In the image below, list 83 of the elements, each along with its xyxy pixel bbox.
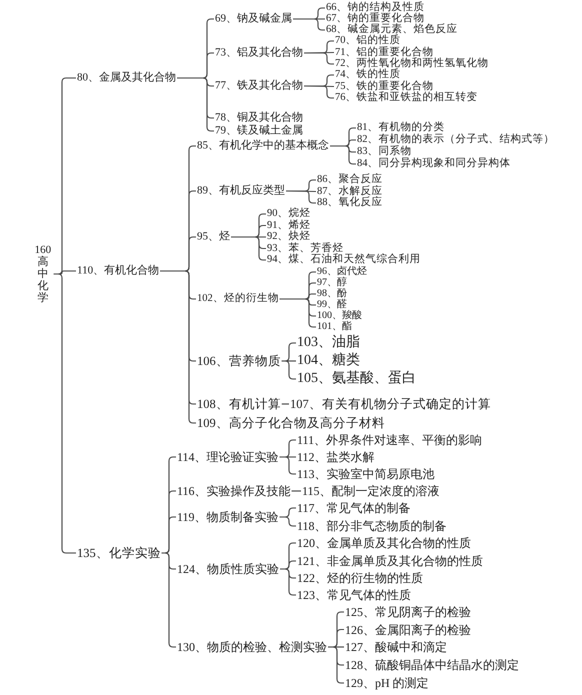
brace-connector [330,145,356,165]
topic-label: 99、醛 [317,300,347,310]
topic-label: 84、同分异构现象和同分异构体 [357,158,510,170]
brace-connector [280,456,296,475]
category-label: 89、有机反应类型 [197,186,285,196]
category-label: 108、有机计算 [197,398,281,410]
topic-label: 98、酚 [317,289,347,299]
topic-label: 100、羧酸 [317,311,362,321]
topic-label: 103、油脂 [297,336,360,350]
topic-label: 126、金属阳离子的检验 [345,624,471,636]
topic-label: 81、有机物的分类 [357,122,444,134]
topic-label: 78、铜及其化合物 [215,112,303,124]
brace-connector [177,77,214,132]
brace-connector [280,516,296,527]
topic-label: 129、pH 的测定 [345,677,429,689]
brace-connector [280,298,316,328]
topic-label: 86、聚合反应 [317,174,382,186]
brace-connector [54,273,76,554]
brace-connector [293,18,325,31]
connector-line [282,403,289,405]
topic-label: 94、煤、石油和天然气综合利用 [267,254,420,266]
topic-label: 68、碱金属元素、焰色反应 [326,24,458,36]
topic-label: 115、配制一定浓度的溶液 [302,485,440,497]
topic-label: 112、盐类水解 [297,451,375,463]
category-label: 130、物质的检验、检测实验 [177,641,327,653]
category-label: 80、金属及其化合物 [77,72,176,84]
topic-label: 87、水解反应 [317,186,382,197]
topic-label: 101、酯 [317,322,352,332]
topic-label: 72、两性氧化物和两性氢氧化物 [335,58,488,70]
topic-label: 107、有关有机物分子式确定的计算 [290,398,491,410]
topic-label: 118、部分非气态物质的制备 [297,520,447,532]
category-label: 73、铝及其化合物 [215,48,303,58]
category-label: 135、化学实验 [77,546,161,560]
topic-label: 79、镁及碱土金属 [215,126,303,136]
category-label: 124、物质性质实验 [177,563,279,575]
brace-connector [304,85,334,99]
topic-label: 96、卤代烃 [317,267,367,277]
topic-label: 76、铁盐和亚铁盐的相互转变 [335,92,478,104]
category-label: 114、理论验证实验 [177,451,279,463]
category-label: 85、有机化学中的基本概念 [197,140,329,152]
root-topic: 160高中化学 [33,244,53,304]
topic-label: 111、外界条件对速率、平衡的影响 [297,434,482,446]
topic-label: 127、酸碱中和滴定 [345,641,447,653]
category-label: 106、营养物质 [197,354,281,368]
brace-connector [282,360,296,380]
category-label: 119、物质制备实验 [177,511,279,523]
topic-label: 120、金属单质及其化合物的性质 [297,537,471,549]
category-label: 95、烃 [197,232,230,242]
topic-label: 74、铁的性质 [335,70,400,80]
topic-label: 83、同系物 [357,146,412,158]
topic-label: 67、钠的重要化合物 [326,14,424,24]
brace-connector [231,236,266,261]
topic-label: 93、苯、芳香烃 [267,243,344,254]
topic-label: 91、烯烃 [267,220,310,231]
topic-label: 125、常见阴离子的检验 [345,606,471,618]
category-label: 110、有机化合物 [77,266,160,276]
topic-label: 88、氧化反应 [317,198,382,208]
topic-label: 70、铝的性质 [335,36,400,46]
topic-label: 71、铝的重要化合物 [335,47,434,58]
category-label: 102、烃的衍生物 [197,294,279,304]
topic-label: 104、糖类 [297,354,360,368]
topic-label: 82、有机物的表示（分子式、结构式等） [357,134,554,146]
topic-label: 66、钠的结构及性质 [326,2,424,14]
topic-label: 90、烷烃 [267,208,310,220]
topic-label: 92、炔烃 [267,232,310,242]
topic-label: 75、铁的重要化合物 [335,81,434,92]
brace-connector [304,52,334,65]
topic-label: 122、烃的衍生物的性质 [297,572,423,584]
category-label: 69、钠及碱金属 [215,14,292,24]
category-label: 116、实验操作及技能 [177,485,291,497]
topic-label: 109、高分子化合物及高分子材料 [197,416,385,430]
topic-label: 97、醇 [317,278,347,288]
topic-label: 128、硫酸铜晶体中结晶水的测定 [345,659,519,671]
connector-line [292,490,301,492]
brace-connector [280,568,296,596]
brace-connector [328,646,344,684]
topic-label: 105、氨基酸、蛋白 [297,372,416,386]
topic-label: 117、常见气体的制备 [297,502,411,514]
topic-label: 123、常见气体的性质 [297,589,411,601]
topic-label: 113、实验室中简易原电池 [297,468,435,480]
brace-connector [286,190,316,204]
category-label: 77、铁及其化合物 [215,80,303,92]
topic-label: 121、非金属单质及其化合物的性质 [297,555,483,567]
